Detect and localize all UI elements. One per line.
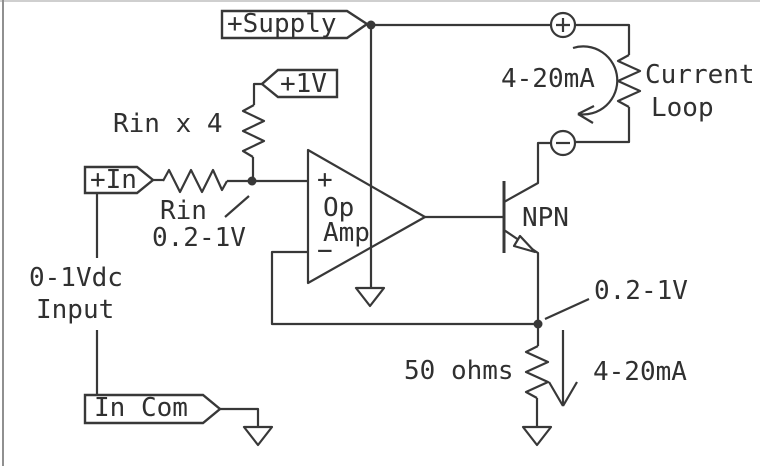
- frame-top-border: [0, 0, 760, 2]
- ref-wire-top: [252, 82, 262, 105]
- junction-dot: [247, 176, 257, 186]
- frame-left-border: [2, 0, 4, 466]
- rin-x4-label: Rin x 4: [113, 109, 223, 139]
- npn-emitter-arrow-icon: [512, 234, 537, 254]
- positive-terminal-icon: [549, 11, 577, 39]
- rin-resistor: [162, 168, 228, 194]
- leader-node-upper: [224, 195, 250, 218]
- emitter-wire: [503, 229, 540, 324]
- opamp-minus-input-label: −: [317, 236, 333, 266]
- current-loop-label-line2: Loop: [651, 93, 714, 123]
- supply-flag-shape: [220, 9, 370, 40]
- opamp-triangle: [306, 148, 427, 285]
- sense-resistor-label: 50 ohms: [404, 356, 514, 386]
- sense-current-arrowhead: [548, 381, 578, 407]
- rin-label: Rin: [160, 196, 207, 226]
- plus-sign: [556, 18, 570, 32]
- loop-bottom-wire: [576, 107, 631, 144]
- node-lower-voltage-label: 0.2-1V: [594, 276, 688, 306]
- in-com-flag-label: In Com: [94, 393, 188, 423]
- loop-current-label: 4-20mA: [501, 64, 595, 94]
- opamp-name-line2: Amp: [323, 218, 370, 248]
- opamp: + Op Amp −: [306, 148, 427, 285]
- ground-icons: [242, 286, 553, 447]
- loop-current-arc: [572, 45, 619, 116]
- opamp-name-line1: Op: [323, 193, 354, 223]
- node-upper-voltage-label: 0.2-1V: [152, 223, 246, 253]
- ref-1v-flag-label: +1V: [280, 69, 327, 99]
- junction-dot: [366, 20, 376, 30]
- input-range-label: 0-1Vdc: [29, 263, 123, 293]
- current-loop-resistor: [616, 54, 642, 108]
- in-plus-flag-shape: [83, 165, 155, 195]
- in-com-flag: In Com: [83, 393, 222, 425]
- loop-current-arrowhead: [577, 105, 595, 124]
- annotations: Rin x 4 Rin 0.2-1V 0-1Vdc Input 4-20mA C…: [29, 60, 755, 387]
- npn-label: NPN: [522, 203, 569, 233]
- junction-dots: [247, 20, 543, 329]
- collector-wire: [503, 141, 551, 203]
- npn-transistor: [502, 181, 537, 254]
- input-word-label: Input: [36, 295, 114, 325]
- negative-terminal-icon: [549, 129, 577, 157]
- sense-current-arrow-icon: [548, 330, 578, 407]
- incom-ground-icon: [242, 425, 274, 447]
- loop-current-arrow-icon: [572, 45, 619, 124]
- opamp-plus-input-label: +: [317, 165, 333, 195]
- resistors: [162, 54, 642, 399]
- supply-flag: +Supply: [220, 9, 370, 40]
- leader-node-lower: [544, 297, 590, 321]
- junction-dot: [533, 319, 543, 329]
- ref-1v-flag-shape: [260, 68, 339, 99]
- in-plus-flag: +In: [83, 165, 155, 195]
- incom-ground-wire: [220, 407, 260, 427]
- in-com-flag-shape: [83, 393, 222, 425]
- in-plus-flag-label: +In: [90, 165, 137, 195]
- feedback-wire: [270, 250, 538, 326]
- rin-x4-resistor: [241, 104, 266, 158]
- sense-current-label: 4-20mA: [593, 357, 687, 387]
- sense-ground-icon: [521, 425, 553, 447]
- ref-1v-flag: +1V: [260, 68, 339, 99]
- opamp-ground-icon: [354, 286, 386, 308]
- loop-top-wire: [575, 23, 631, 55]
- sense-resistor-50ohm: [524, 345, 550, 399]
- current-loop-label-line1: Current: [645, 60, 755, 90]
- supply-flag-label: +Supply: [227, 9, 337, 39]
